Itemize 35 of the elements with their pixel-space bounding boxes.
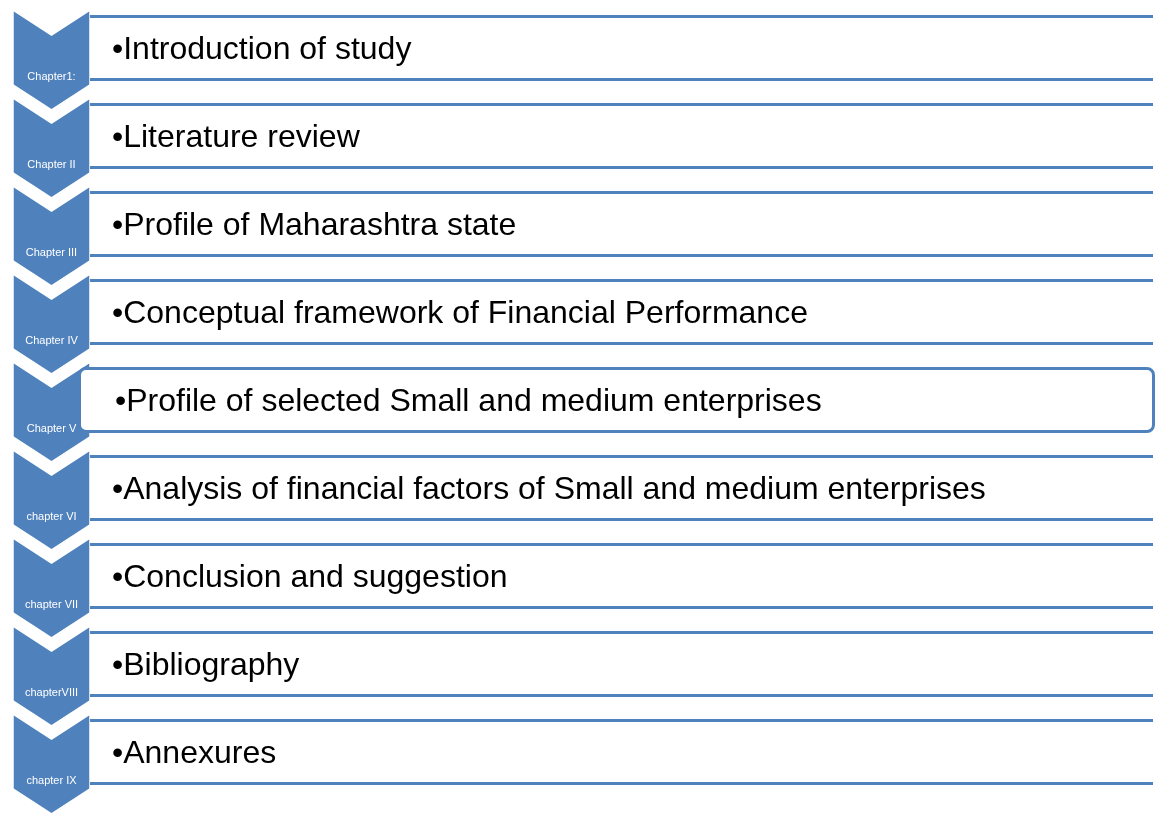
chevron-shape [13,186,90,286]
chapter-label: Chapter V [25,422,78,434]
chapter-title: •Analysis of financial factors of Small and medium enterprises [112,469,987,508]
chapter-title-box [90,631,1153,697]
chapter-title-box [78,367,1155,433]
chevron-shape [13,274,90,374]
chapter-label: Chapter III [24,246,79,258]
chapter-label: Chapter IV [24,334,79,346]
chapter-label: chapter VI [25,510,78,522]
chapter-title: •Conceptual framework of Financial Performance [112,293,809,332]
chevron-shape [13,450,90,550]
chapter-title: •Profile of Maharashtra state [112,205,518,244]
chapter-label: chapter IX [25,774,78,786]
chapter-title: •Profile of selected Small and medium enterprises [115,381,823,420]
chapter-title-box [90,719,1153,785]
chapter-label: Chapter II [26,158,77,170]
chapter-title: •Literature review [112,117,361,156]
chapter-title-box [90,279,1153,345]
chapter-title-box [90,455,1153,521]
chapter-label: Chapter1: [26,70,77,82]
chevron-shape [13,538,90,638]
chapter-title: •Conclusion and suggestion [112,557,509,596]
chapter-title-box [90,543,1153,609]
chapter-title: •Bibliography [112,645,301,684]
chapter-title-box [90,15,1153,81]
chevron-shape [13,626,90,726]
chevron-shape [13,10,90,110]
chapter-title: •Annexures [112,733,278,772]
chapter-title-box [90,191,1153,257]
chapter-label: chapterVIII [23,686,80,698]
chapter-title: •Introduction of study [112,29,413,68]
chapter-title-box [90,103,1153,169]
chapter-label: chapter VII [23,598,80,610]
chevron-shape [13,714,90,814]
chevron-shape [13,98,90,198]
